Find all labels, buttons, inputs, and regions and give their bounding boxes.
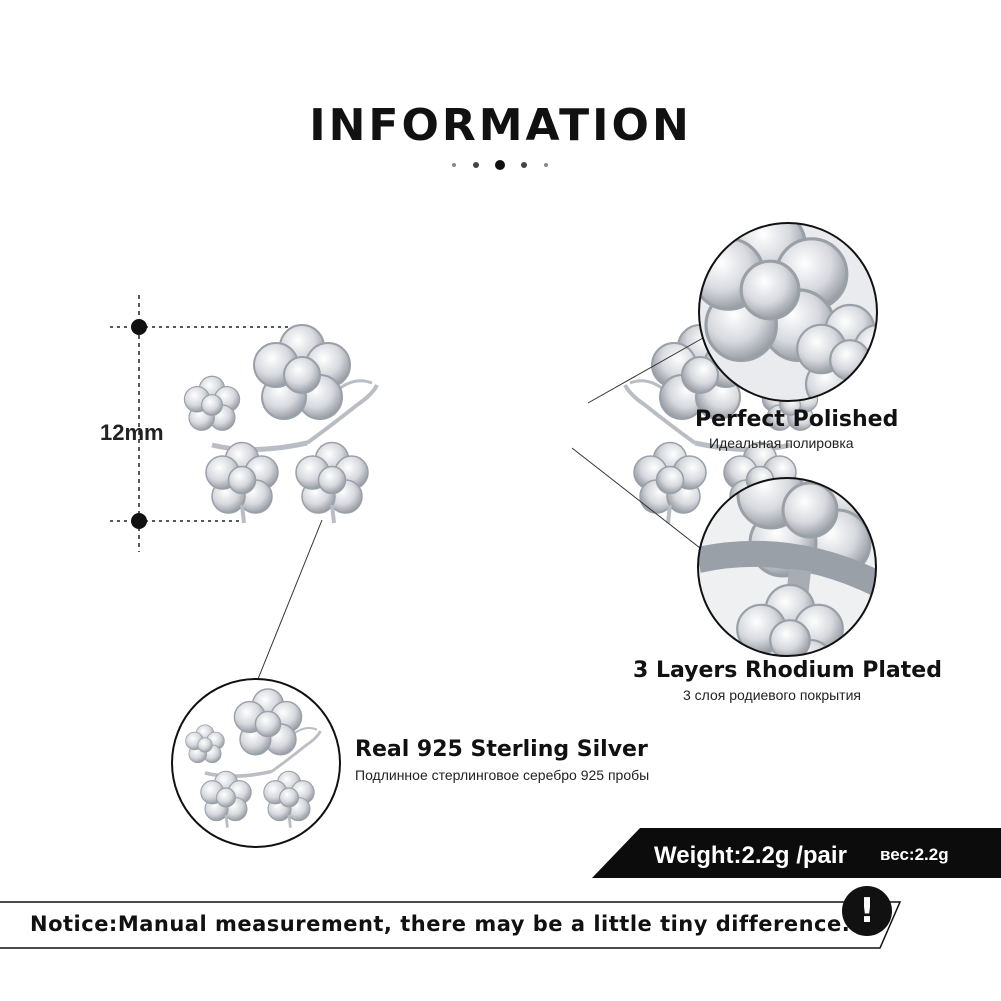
feature-subtitle-polished: Идеальная полировка (709, 435, 854, 451)
weight-banner (592, 828, 1001, 878)
page-title: INFORMATION (309, 100, 692, 151)
detail-circle-polished (698, 222, 878, 402)
detail-circle-rhodium (697, 477, 877, 657)
weight-label: Weight:2.2g /pair (654, 842, 847, 869)
notice-text: Notice:Manual measurement, there may be … (30, 912, 851, 936)
exclamation-icon: ! (842, 886, 892, 936)
feature-subtitle-silver: Подлинное стерлинговое серебро 925 пробы (355, 767, 650, 783)
dimension-label: 12mm (100, 420, 164, 445)
feature-subtitle-rhodium: 3 слоя родиевого покрытия (683, 687, 861, 703)
feature-title-polished: Perfect Polished (695, 407, 899, 432)
feature-title-silver: Real 925 Sterling Silver (355, 737, 648, 762)
weight-label-ru: вес:2.2g (880, 845, 949, 864)
detail-circle-silver (171, 678, 341, 848)
feature-title-rhodium: 3 Layers Rhodium Plated (633, 658, 942, 683)
title-dots-decoration (452, 160, 548, 170)
left-earring-image (184, 325, 377, 523)
